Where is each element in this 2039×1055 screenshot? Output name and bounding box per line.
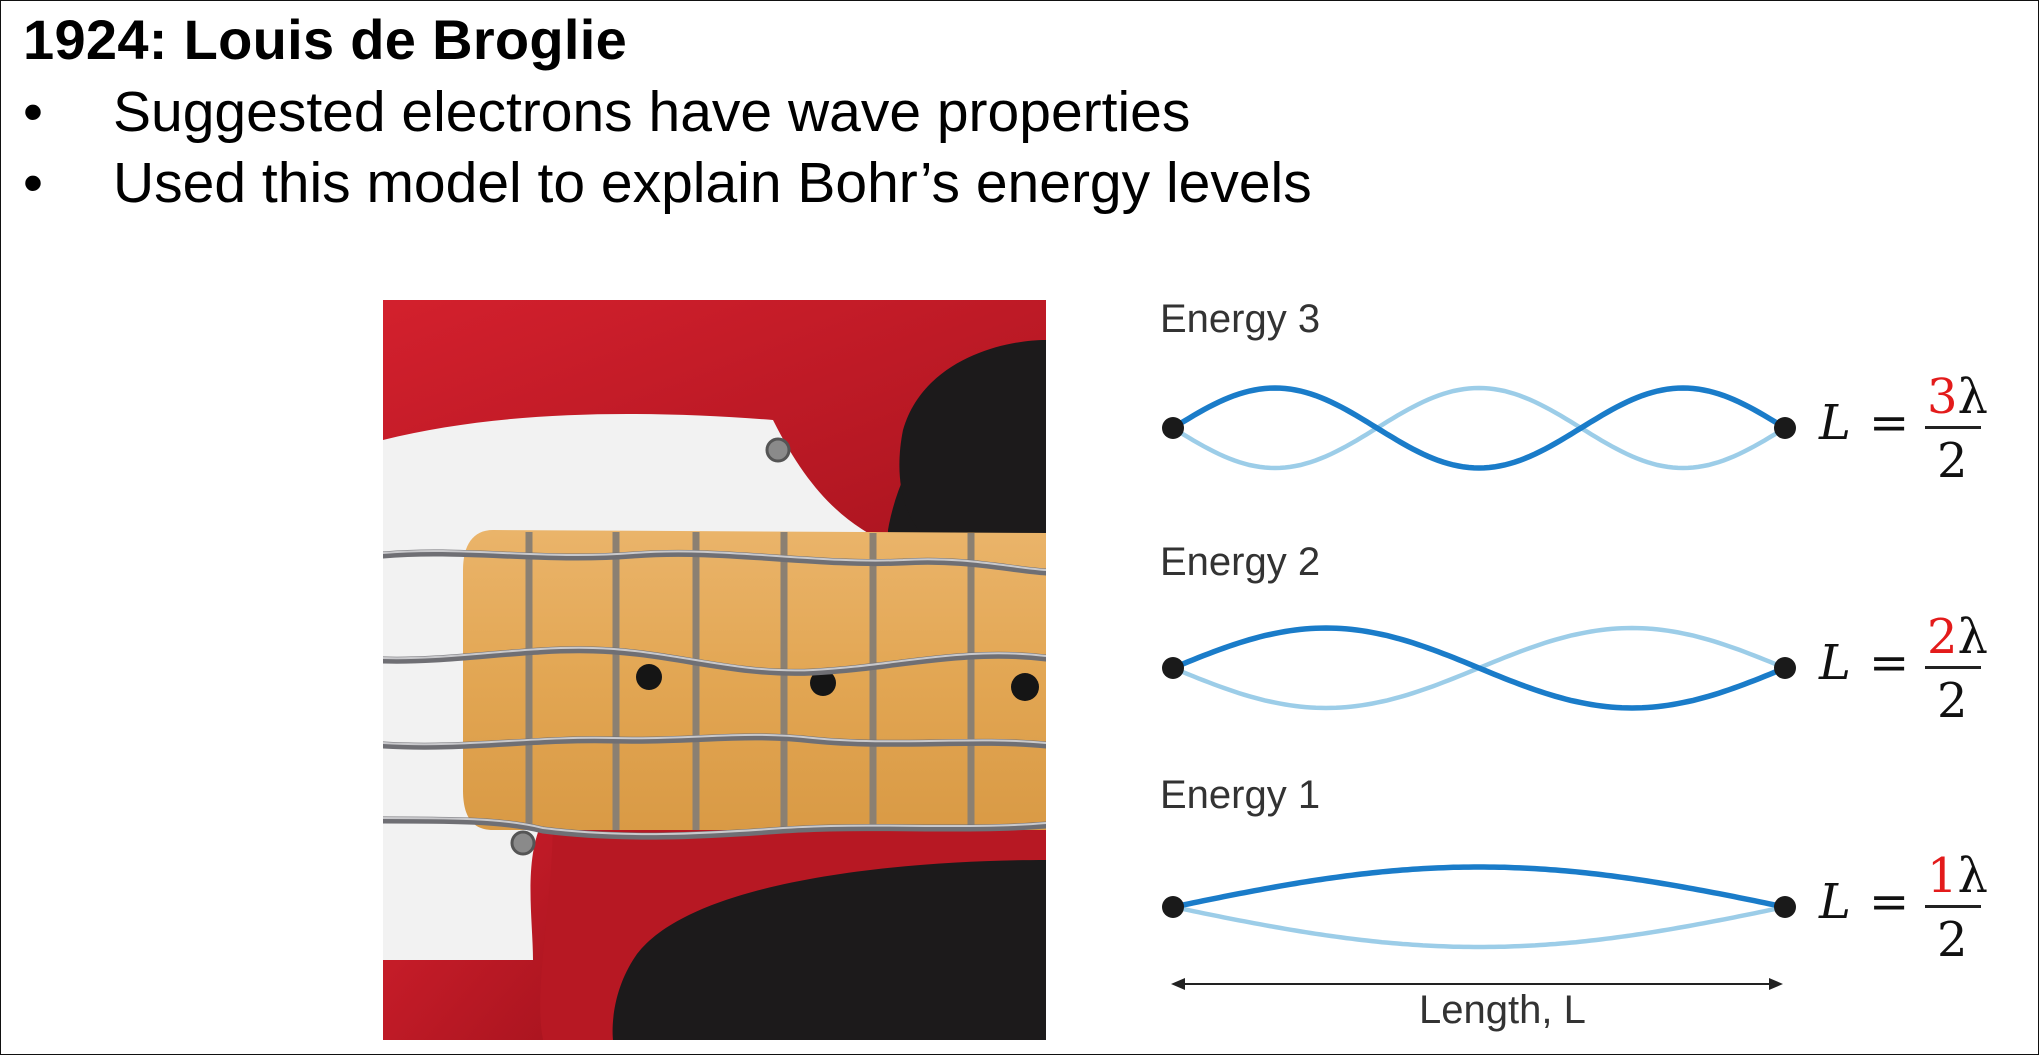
standing-wave-diagram: Energy 3 Energy 2 Energy 1 L = 3λ 2 L = … bbox=[1101, 281, 2031, 1051]
eq-numerator-n: 2 bbox=[1927, 609, 1958, 665]
eq-sign: = bbox=[1869, 395, 1910, 451]
energy-label-3: Energy 3 bbox=[1160, 297, 1321, 341]
eq-sign: = bbox=[1869, 874, 1910, 930]
left-node-energy-1 bbox=[1162, 896, 1184, 918]
eq-lambda: λ bbox=[1957, 609, 1988, 665]
wave-dark-energy-3 bbox=[1170, 385, 1788, 471]
fraction-bar bbox=[1925, 426, 1981, 429]
eq-denominator: 2 bbox=[1937, 433, 1968, 489]
eq-sign: = bbox=[1869, 635, 1910, 691]
energy-label-2: Energy 2 bbox=[1160, 540, 1321, 584]
eq-lambda: λ bbox=[1957, 848, 1988, 904]
bullet-text: Used this model to explain Bohr’s energy… bbox=[113, 151, 1312, 215]
eq-lambda: λ bbox=[1957, 369, 1988, 425]
bullet-text: Suggested electrons have wave properties bbox=[113, 80, 1191, 144]
right-node-energy-2 bbox=[1774, 657, 1796, 679]
wave-graphic bbox=[1162, 385, 1796, 990]
bullet-marker: • bbox=[23, 80, 43, 144]
right-node-energy-1 bbox=[1774, 896, 1796, 918]
eq-numerator-n: 3 bbox=[1927, 369, 1958, 425]
wave-light-energy-1 bbox=[1170, 904, 1788, 950]
eq-lhs: L bbox=[1819, 395, 1851, 451]
wave-dark-energy-1 bbox=[1170, 864, 1788, 910]
left-node-energy-2 bbox=[1162, 657, 1184, 679]
eq-lhs: L bbox=[1819, 874, 1851, 930]
guitar-illustration bbox=[383, 300, 1046, 1040]
eq-numerator-n: 1 bbox=[1927, 848, 1958, 904]
eq-lhs: L bbox=[1819, 635, 1851, 691]
guitar-photo bbox=[383, 300, 1046, 1040]
eq-denominator: 2 bbox=[1937, 912, 1968, 968]
bullet-marker: • bbox=[23, 151, 43, 215]
wave-dark-energy-2 bbox=[1170, 625, 1788, 711]
right-node-energy-3 bbox=[1774, 417, 1796, 439]
slide-title: 1924: Louis de Broglie bbox=[23, 8, 628, 71]
left-node-energy-3 bbox=[1162, 417, 1184, 439]
length-arrow bbox=[1171, 978, 1783, 990]
length-label: Length, L bbox=[1419, 988, 1586, 1032]
energy-label-1: Energy 1 bbox=[1160, 773, 1321, 817]
fraction-bar bbox=[1925, 666, 1981, 669]
fraction-bar bbox=[1925, 905, 1981, 908]
eq-denominator: 2 bbox=[1937, 673, 1968, 729]
wave-light-energy-3 bbox=[1170, 385, 1788, 471]
